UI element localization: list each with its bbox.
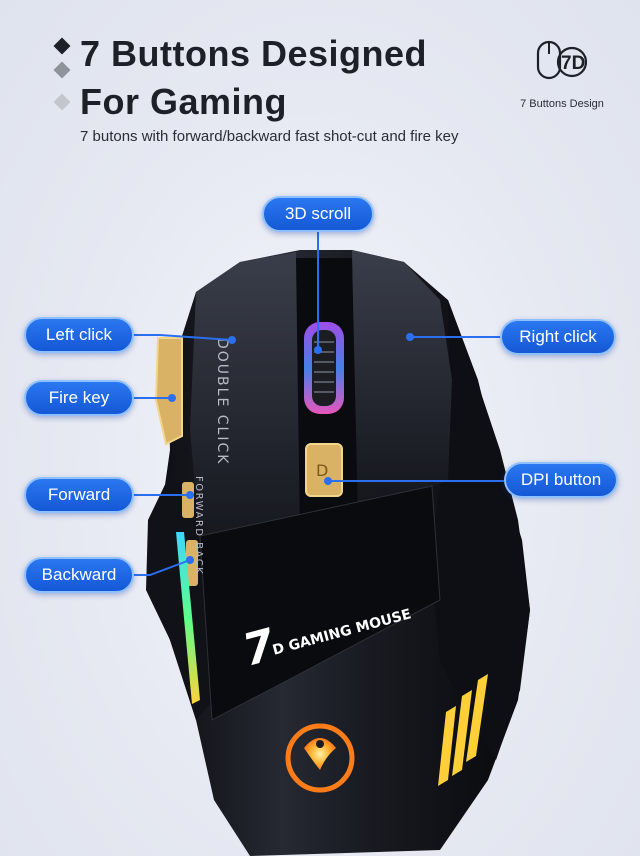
dragon-logo-icon <box>285 723 355 793</box>
badge-caption: 7 Buttons Design <box>520 98 604 110</box>
fire-key-button <box>154 337 183 446</box>
callout-lines <box>134 232 504 576</box>
mouse-left-wing <box>146 470 214 720</box>
title-line-2: For Gaming <box>80 81 288 122</box>
callout-right-click: Right click <box>500 319 616 355</box>
left-click-button <box>190 252 300 548</box>
callout-forward: Forward <box>24 477 134 513</box>
dpi-button <box>305 443 343 497</box>
callout-dpi-button: DPI button <box>504 462 618 498</box>
mouse-7d-icon: 7D <box>536 40 588 80</box>
double-click-label: DOUBLE CLICK <box>214 338 230 465</box>
callout-dots <box>168 333 414 564</box>
callout-3d-scroll: 3D scroll <box>262 196 374 232</box>
rgb-light-right <box>438 674 488 786</box>
callout-fire-key: Fire key <box>24 380 134 416</box>
forward-button <box>182 482 194 518</box>
mouse-right-grip <box>430 300 530 760</box>
page-subtitle: 7 butons with forward/backward fast shot… <box>80 128 459 145</box>
callout-left-click: Left click <box>24 317 134 353</box>
right-click-button <box>352 250 452 500</box>
title-line-1: 7 Buttons Designed <box>80 33 428 74</box>
dpi-button-mark: D <box>316 461 328 480</box>
callout-backward: Backward <box>24 557 134 593</box>
page-title: 7 Buttons Designed For Gaming <box>80 30 427 126</box>
forward-back-label: FORWARD BACK <box>193 476 204 575</box>
badge-icon-text: 7D <box>561 53 585 74</box>
rgb-light-left <box>176 532 200 704</box>
mouse-label-plate <box>199 485 441 721</box>
